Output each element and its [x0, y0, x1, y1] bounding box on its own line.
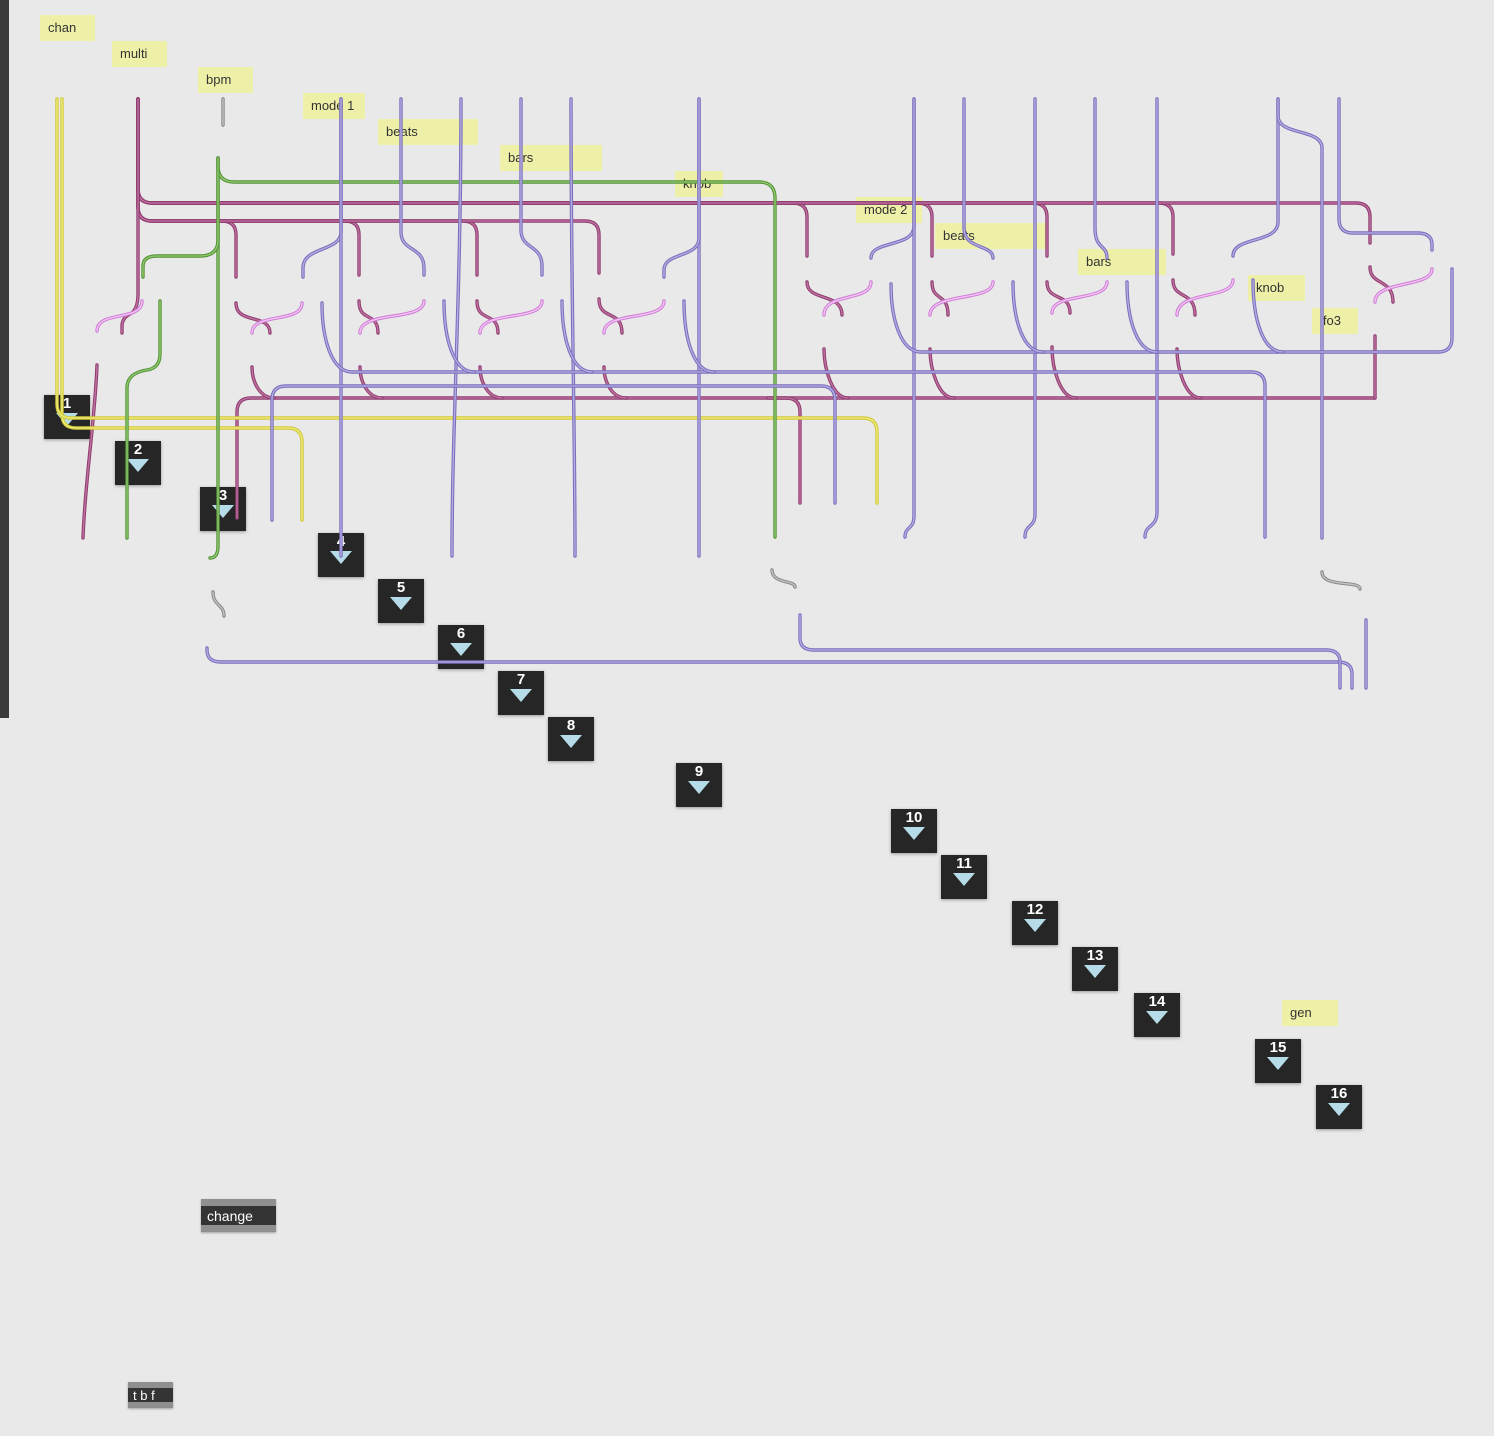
comment-label[interactable]: knob — [1248, 275, 1305, 301]
change-object[interactable]: change — [201, 1199, 276, 1232]
inlet-number: 12 — [1026, 901, 1044, 918]
patcher-canvas: chan multi bpm mode 1 beats bars knob mode 2 bea… — [40, 15, 1362, 1408]
inlet-number: 13 — [1086, 947, 1104, 964]
down-triangle-icon — [1024, 919, 1046, 932]
down-triangle-icon — [688, 781, 710, 794]
down-triangle-icon — [560, 735, 582, 748]
down-triangle-icon — [127, 459, 149, 472]
inlet-number: 7 — [516, 671, 526, 688]
inlet-object-8[interactable]: 8 — [548, 717, 594, 761]
comment-label[interactable]: bpm — [198, 67, 253, 93]
inlet-object-14[interactable]: 14 — [1134, 993, 1180, 1037]
inlet-object-11[interactable]: 11 — [941, 855, 987, 899]
inlet-object-15[interactable]: 15 — [1255, 1039, 1301, 1083]
inlet-number: 8 — [566, 717, 576, 734]
inlet-number: 16 — [1330, 1085, 1348, 1102]
down-triangle-icon — [1328, 1103, 1350, 1116]
inlet-number: 11 — [956, 855, 972, 872]
inlet-number: 5 — [396, 579, 406, 596]
inlet-object-1[interactable]: 1 — [44, 395, 90, 439]
inlet-number: 15 — [1269, 1039, 1287, 1056]
comment-label[interactable]: bars — [1078, 249, 1166, 275]
inlet-number: 6 — [456, 625, 466, 642]
trigger-tbf-object[interactable]: t b f — [128, 1382, 173, 1408]
down-triangle-icon — [903, 827, 925, 840]
inlet-object-10[interactable]: 10 — [891, 809, 937, 853]
inlet-object-9[interactable]: 9 — [676, 763, 722, 807]
down-triangle-icon — [450, 643, 472, 656]
down-triangle-icon — [510, 689, 532, 702]
inlet-number: 9 — [694, 763, 704, 780]
inlet-object-3[interactable]: 3 — [200, 487, 246, 531]
down-triangle-icon — [1146, 1011, 1168, 1024]
comment-label[interactable]: bars — [500, 145, 602, 171]
inlet-number: 1 — [62, 395, 72, 412]
comment-label[interactable]: chan — [40, 15, 95, 41]
down-triangle-icon — [1267, 1057, 1289, 1070]
inlet-object-16[interactable]: 16 — [1316, 1085, 1362, 1129]
inlet-object-7[interactable]: 7 — [498, 671, 544, 715]
comment-label[interactable]: knob — [675, 171, 723, 197]
comment-label[interactable]: mode 2 — [856, 197, 922, 223]
inlet-object-13[interactable]: 13 — [1072, 947, 1118, 991]
inlet-number: 3 — [218, 487, 228, 504]
inlet-number: 2 — [133, 441, 143, 458]
inlet-object-12[interactable]: 12 — [1012, 901, 1058, 945]
inlet-object-2[interactable]: 2 — [115, 441, 161, 485]
inlet-object-6[interactable]: 6 — [438, 625, 484, 669]
comment-label[interactable]: beats — [935, 223, 1047, 249]
down-triangle-icon — [390, 597, 412, 610]
comment-label[interactable]: multi — [112, 41, 167, 67]
inlet-number: 4 — [336, 533, 346, 550]
inlet-object-4[interactable]: 4 — [318, 533, 364, 577]
comment-label[interactable]: gen — [1282, 1000, 1338, 1026]
down-triangle-icon — [330, 551, 352, 564]
down-triangle-icon — [212, 505, 234, 518]
comment-label[interactable]: beats — [378, 119, 478, 145]
down-triangle-icon — [56, 413, 78, 426]
down-triangle-icon — [953, 873, 975, 886]
window-edge-strip — [0, 0, 9, 718]
comment-label[interactable]: lfo3 — [1312, 308, 1358, 334]
inlet-object-5[interactable]: 5 — [378, 579, 424, 623]
inlet-number: 14 — [1148, 993, 1166, 1010]
inlet-number: 10 — [905, 809, 923, 826]
down-triangle-icon — [1084, 965, 1106, 978]
comment-label[interactable]: mode 1 — [303, 93, 365, 119]
